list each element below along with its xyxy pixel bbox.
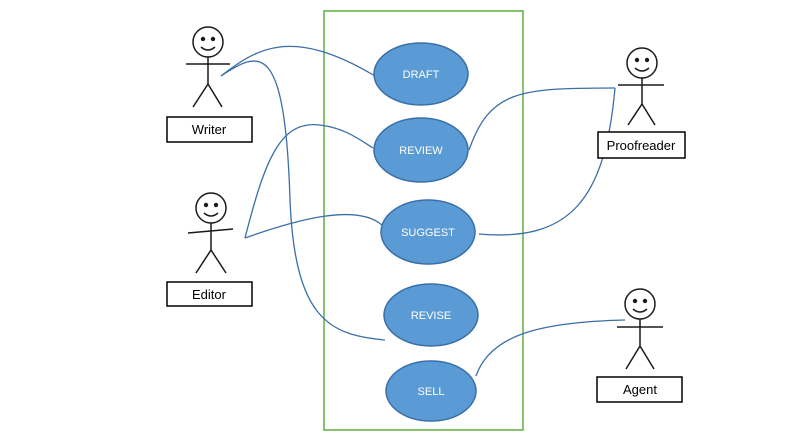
actor-agent: Agent — [596, 288, 683, 403]
use-case-draft-label: DRAFT — [403, 69, 440, 81]
actor-editor-label: Editor — [192, 287, 227, 302]
actor-editor-label-box — [166, 281, 253, 307]
associations — [220, 45, 626, 377]
association-proofreader-suggest — [478, 87, 616, 236]
actor-agent-label: Agent — [623, 382, 657, 397]
stick-figure-icon — [618, 47, 664, 126]
association-writer-revise — [220, 60, 386, 341]
stick-figure-icon — [186, 26, 230, 108]
stick-figure-icon — [617, 288, 663, 370]
association-agent-sell — [475, 319, 626, 377]
use-case-revise: REVISE — [383, 283, 479, 347]
actor-writer: Writer — [166, 26, 253, 143]
use-case-review: REVIEW — [373, 117, 469, 183]
actor-writer-label: Writer — [192, 122, 227, 137]
use-case-sell-shape — [385, 360, 477, 422]
association-editor-review — [244, 123, 374, 239]
association-proofreader-review — [468, 87, 616, 151]
use-case-draft-shape — [373, 42, 469, 106]
association-writer-draft — [220, 45, 376, 77]
system-boundary — [323, 10, 524, 431]
use-case-revise-label: REVISE — [411, 310, 451, 322]
use-case-draft: DRAFT — [373, 42, 469, 106]
use-case-revise-shape — [383, 283, 479, 347]
stick-figure-icon — [187, 192, 234, 274]
use-case-suggest-label: SUGGEST — [401, 227, 455, 239]
actor-editor: Editor — [166, 192, 253, 307]
use-case-suggest-shape — [380, 199, 476, 265]
use-case-review-label: REVIEW — [399, 145, 443, 157]
use-case-review-shape — [373, 117, 469, 183]
actor-agent-label-box — [596, 376, 683, 403]
actor-proofreader-label: Proofreader — [607, 138, 676, 153]
actor-proofreader-label-box — [597, 131, 686, 159]
use-case-sell: SELL — [385, 360, 477, 422]
use-case-suggest: SUGGEST — [380, 199, 476, 265]
use-case-sell-label: SELL — [418, 386, 445, 398]
association-editor-suggest — [244, 214, 386, 239]
actor-proofreader: Proofreader — [597, 47, 686, 159]
actor-writer-label-box — [166, 116, 253, 143]
